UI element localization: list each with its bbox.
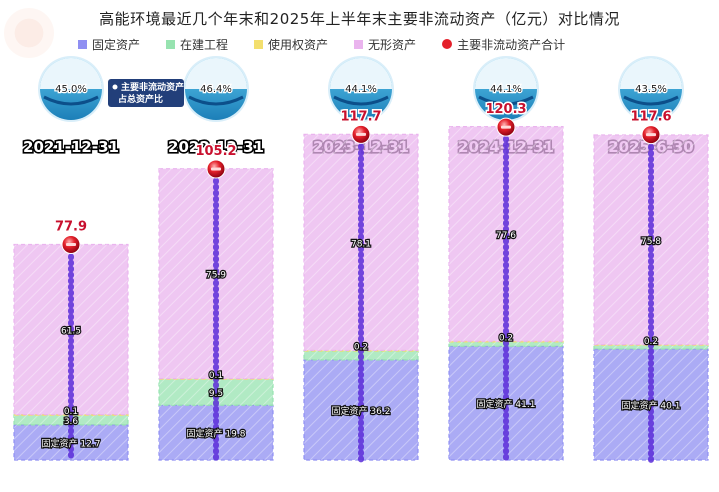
- gauge-percent-label: 46.4%: [200, 84, 232, 95]
- legend-swatch: [354, 39, 364, 49]
- segment-label: 75.8: [641, 237, 661, 247]
- legend-item-intangible[interactable]: 无形资产: [354, 36, 416, 53]
- gauge-upper: [330, 58, 392, 89]
- gauge-wave: [623, 95, 679, 106]
- total-label: 117.6: [630, 110, 671, 125]
- total-label: 120.3: [485, 102, 526, 117]
- gauge-note-box: [108, 79, 184, 107]
- legend-item-fixed-assets[interactable]: 固定资产: [78, 36, 140, 53]
- legend-label: 无形资产: [368, 37, 417, 52]
- segment-label: 75.9: [206, 271, 226, 281]
- legend-label: 固定资产: [92, 37, 141, 52]
- segment-label: 3.6: [64, 417, 79, 427]
- gauge-wave: [478, 95, 534, 106]
- gauge-note-line: 主要非流动资产: [121, 81, 184, 93]
- gauge-percent-label: 43.5%: [635, 84, 667, 95]
- segment-label: 77.6: [496, 231, 516, 241]
- total-label: 117.7: [340, 109, 381, 124]
- total-marker-glint: [66, 242, 76, 246]
- segment-label: 0.2: [644, 337, 658, 347]
- legend-label: 使用权资产: [268, 37, 329, 52]
- legend-swatch: [166, 39, 176, 49]
- gauge-percent-label: 45.0%: [55, 84, 87, 95]
- segment-label: 固定资产 40.1: [622, 400, 681, 412]
- segment-label: 61.5: [61, 327, 81, 337]
- legend: 固定资产 在建工程 使用权资产 无形资产 主要非流动资产合计: [78, 36, 565, 52]
- legend-swatch: [254, 39, 264, 49]
- gauge-note-bullet: [112, 84, 118, 90]
- gauge-percent-label: 44.1%: [345, 84, 377, 95]
- total-marker-glint: [646, 133, 656, 137]
- segment-label: 0.1: [64, 407, 78, 417]
- gauge-wave: [188, 95, 244, 106]
- segment-label: 固定资产 41.1: [477, 398, 536, 410]
- segment-label: 9.5: [209, 389, 223, 399]
- legend-label: 在建工程: [180, 37, 229, 52]
- segment-label: 0.2: [354, 343, 368, 353]
- gauge-wave: [333, 95, 389, 106]
- segment-label: 0.1: [209, 371, 223, 381]
- watermark-logo: [4, 8, 54, 58]
- total-marker-glint: [356, 132, 366, 136]
- legend-label: 主要非流动资产合计: [457, 37, 566, 52]
- gauge-upper: [185, 58, 247, 89]
- segment-label: 固定资产 19.8: [187, 428, 246, 440]
- gauge-upper: [475, 58, 537, 89]
- category-label: 2021-12-31: [23, 138, 119, 156]
- category-label: 2022-12-31: [168, 138, 264, 156]
- total-marker-glint: [211, 167, 221, 171]
- segment-label: 0.2: [499, 334, 513, 344]
- legend-item-right-of-use[interactable]: 使用权资产: [254, 36, 328, 53]
- chart-title: 高能环境最近几个年末和2025年上半年末主要非流动资产（亿元）对比情况: [99, 10, 620, 28]
- segment-label: 固定资产 36.2: [332, 405, 391, 417]
- total-label: 105.2: [195, 144, 236, 159]
- segment-label: 固定资产 12.7: [42, 437, 101, 449]
- segment-label: 78.1: [351, 239, 371, 249]
- total-label: 77.9: [55, 219, 87, 234]
- legend-item-total[interactable]: 主要非流动资产合计: [442, 36, 565, 53]
- total-marker-glint: [501, 125, 511, 129]
- legend-swatch: [442, 39, 453, 49]
- legend-item-construction[interactable]: 在建工程: [166, 36, 228, 53]
- legend-swatch: [78, 39, 87, 49]
- gauge-percent-label: 44.1%: [490, 84, 522, 95]
- gauge-upper: [40, 58, 102, 89]
- gauge-note-line: 占总资产比: [118, 93, 163, 105]
- gauge-wave: [43, 95, 99, 106]
- gauge-upper: [620, 58, 682, 89]
